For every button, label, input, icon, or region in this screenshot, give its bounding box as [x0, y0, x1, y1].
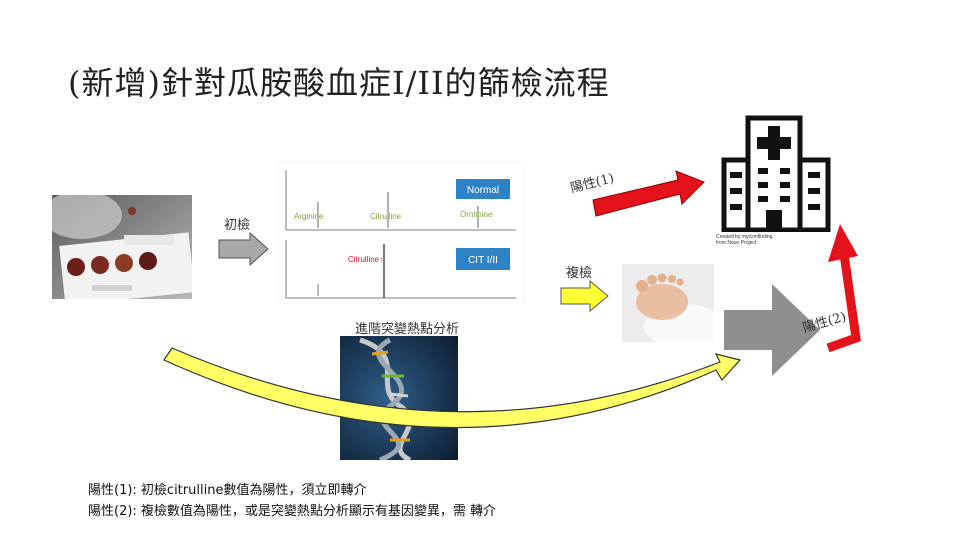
- msms-peak-label: Citrulline: [370, 212, 402, 221]
- recheck-label: 複檢: [566, 266, 593, 281]
- msms-normal-tag: Normal: [467, 185, 499, 196]
- msms-peak-label: Arginine: [294, 212, 324, 221]
- mutation-analysis-label: 進階突變熱點分析: [355, 322, 460, 337]
- dna-image: [340, 336, 458, 460]
- msms-cit-tag: CIT I/II: [468, 255, 498, 266]
- baby-foot-photo: [622, 264, 714, 342]
- curved-yellow-arrow: [163, 347, 742, 429]
- recheck-yellow-arrow: [560, 280, 609, 312]
- positive1-red-arrow: [592, 170, 705, 217]
- msms-citrulline-up-label: Citrulline↑: [348, 255, 383, 264]
- big-gray-arrow: [724, 284, 820, 376]
- initial-screen-label: 初檢: [224, 218, 251, 233]
- blood-spot-card-photo: [52, 195, 192, 299]
- initial-screen-arrow: [218, 232, 269, 266]
- positive2-red-arrow: [826, 224, 861, 353]
- footnote-positive1: 陽性(1): 初檢citrulline數值為陽性，須立即轉介: [88, 483, 367, 498]
- msms-peak-label: Ornithine: [460, 210, 493, 219]
- hospital-icon: [721, 115, 831, 232]
- page-title: (新增)針對瓜胺酸血症I/II的篩檢流程: [68, 64, 610, 102]
- footnote-positive2: 陽性(2): 複檢數值為陽性，或是突變熱點分析顯示有基因變異，需 轉介: [88, 504, 497, 519]
- hospital-icon-credit: Created by myiconfinding from Noun Proje…: [716, 234, 773, 246]
- footnotes: 陽性(1): 初檢citrulline數值為陽性，須立即轉介 陽性(2): 複檢…: [88, 480, 496, 522]
- msms-spectra-panel: Normal Arginine Citrulline Ornithine CIT…: [278, 162, 524, 304]
